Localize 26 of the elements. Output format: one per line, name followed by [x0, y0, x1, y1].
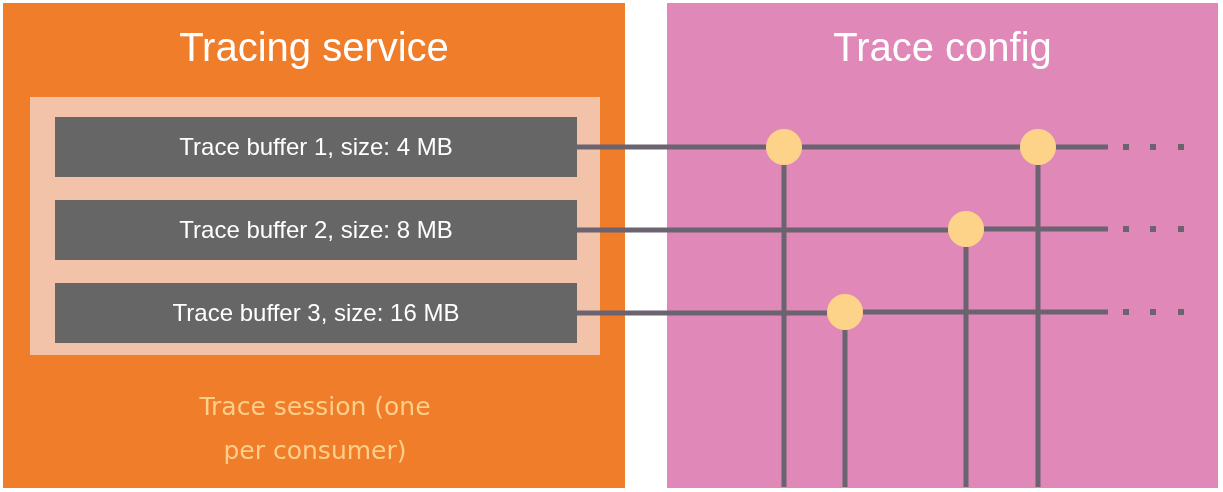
connection-dot: [1020, 129, 1056, 165]
connector-line: [863, 309, 1108, 315]
connector-line: [984, 226, 1108, 232]
connection-dot: [948, 211, 984, 247]
buffer-label: Trace buffer 3, size: 16 MB: [172, 298, 460, 328]
connector-line: [963, 247, 969, 487]
connector-line: [577, 144, 766, 150]
buffer-label: Trace buffer 2, size: 8 MB: [179, 215, 453, 245]
buffer-bar: [55, 283, 577, 343]
buffer-bar: [55, 117, 577, 177]
connector-line: [781, 165, 787, 487]
buffer-bar: [55, 200, 577, 260]
config-panel: [667, 3, 1218, 488]
service-panel: [3, 3, 625, 488]
buffer-label: Trace buffer 1, size: 4 MB: [179, 132, 453, 162]
connector-line: [842, 330, 848, 487]
panel-title: Trace config: [833, 24, 1052, 71]
panel-title: Tracing service: [179, 24, 449, 71]
connector-line: [577, 227, 948, 233]
connector-line: [1035, 165, 1041, 487]
connection-dot: [827, 294, 863, 330]
session-caption: Trace session (one per consumer): [198, 391, 432, 467]
connector-line: [577, 310, 827, 316]
connector-line: [802, 144, 1020, 150]
connection-dot: [766, 129, 802, 165]
connector-line: [1056, 144, 1108, 150]
